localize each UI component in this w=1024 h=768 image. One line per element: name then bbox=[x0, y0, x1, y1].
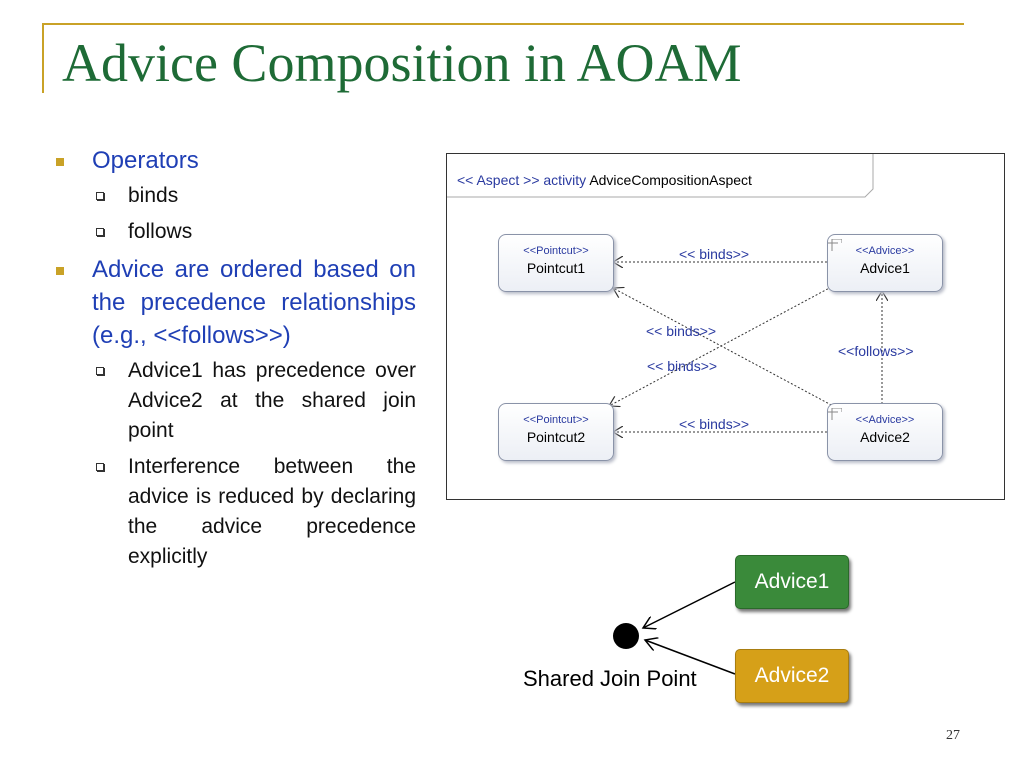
node-stereotype: <<Pointcut>> bbox=[523, 414, 589, 426]
square-bullet-icon bbox=[56, 267, 64, 275]
hollow-square-bullet-icon bbox=[96, 192, 104, 200]
follows-label: <<follows>> bbox=[838, 343, 914, 359]
node-stereotype: <<Advice>> bbox=[855, 245, 915, 257]
node-name: Pointcut1 bbox=[526, 260, 586, 276]
subbullet-text: Advice1 has precedence over Advice2 at t… bbox=[128, 359, 416, 442]
binds-edge-advice2-pointcut1 bbox=[613, 288, 836, 408]
diagram-connectors bbox=[447, 154, 1004, 499]
shared-join-point-label: Shared Join Point bbox=[523, 666, 697, 691]
hollow-square-bullet-icon bbox=[96, 367, 104, 375]
advice1-to-joinpoint-arrow bbox=[643, 581, 736, 628]
shared-join-point-dot bbox=[613, 623, 639, 649]
bullet-text: Operators bbox=[92, 147, 199, 174]
subbullet-follows: follows bbox=[56, 217, 416, 247]
page-number: 27 bbox=[946, 728, 960, 743]
bullet-advice-ordered: Advice are ordered based on the preceden… bbox=[56, 253, 416, 352]
hollow-square-bullet-icon bbox=[96, 228, 104, 236]
aspect-activity-diagram: << Aspect >> activity AdviceCompositionA… bbox=[446, 153, 1005, 500]
advice1-box: Advice1 bbox=[735, 555, 849, 609]
bullet-operators: Operators bbox=[56, 144, 416, 177]
header-tab-outline bbox=[447, 154, 874, 198]
hollow-square-bullet-icon bbox=[96, 463, 104, 471]
subbullet-text: binds bbox=[128, 184, 179, 207]
node-stereotype: <<Advice>> bbox=[855, 414, 915, 426]
node-name: Advice2 bbox=[860, 429, 910, 445]
action-corner-icon bbox=[828, 408, 842, 420]
subbullet-text: Interference between the advice is reduc… bbox=[128, 455, 416, 568]
square-bullet-icon bbox=[56, 158, 64, 166]
title-frame-top bbox=[42, 23, 964, 25]
subbullet-binds: binds bbox=[56, 181, 416, 211]
node-stereotype: <<Pointcut>> bbox=[523, 245, 589, 257]
advice2-to-joinpoint-arrow bbox=[645, 640, 736, 675]
subbullet-text: follows bbox=[128, 220, 193, 243]
node-name: Pointcut2 bbox=[526, 429, 586, 445]
title-frame-left bbox=[42, 23, 44, 93]
diagram-header-name: AdviceCompositionAspect bbox=[589, 172, 752, 188]
advice2-node: <<Advice>> Advice2 bbox=[827, 403, 943, 461]
bullet-text: Advice are ordered based on the preceden… bbox=[92, 256, 416, 349]
pointcut2-node: <<Pointcut>> Pointcut2 bbox=[498, 403, 614, 461]
binds-label-cross-upper: << binds>> bbox=[646, 323, 717, 339]
action-corner-icon bbox=[828, 239, 842, 251]
bullet-list: Operators binds follows Advice are order… bbox=[56, 144, 416, 578]
node-name: Advice1 bbox=[860, 260, 910, 276]
slide-title: Advice Composition in AOAM bbox=[62, 33, 742, 93]
pointcut1-node: <<Pointcut>> Pointcut1 bbox=[498, 234, 614, 292]
binds-edge-advice1-pointcut2 bbox=[609, 284, 836, 406]
subbullet-precedence: Advice1 has precedence over Advice2 at t… bbox=[56, 356, 416, 446]
advice1-node: <<Advice>> Advice1 bbox=[827, 234, 943, 292]
subbullet-interference: Interference between the advice is reduc… bbox=[56, 452, 416, 572]
advice2-box: Advice2 bbox=[735, 649, 849, 703]
binds-label-top: << binds>> bbox=[679, 246, 750, 262]
binds-label-bottom: << binds>> bbox=[679, 416, 750, 432]
binds-label-cross-lower: << binds>> bbox=[647, 358, 718, 374]
diagram-header-stereotype: << Aspect >> activity bbox=[457, 172, 587, 188]
diagram-header: << Aspect >> activity AdviceCompositionA… bbox=[457, 172, 752, 188]
